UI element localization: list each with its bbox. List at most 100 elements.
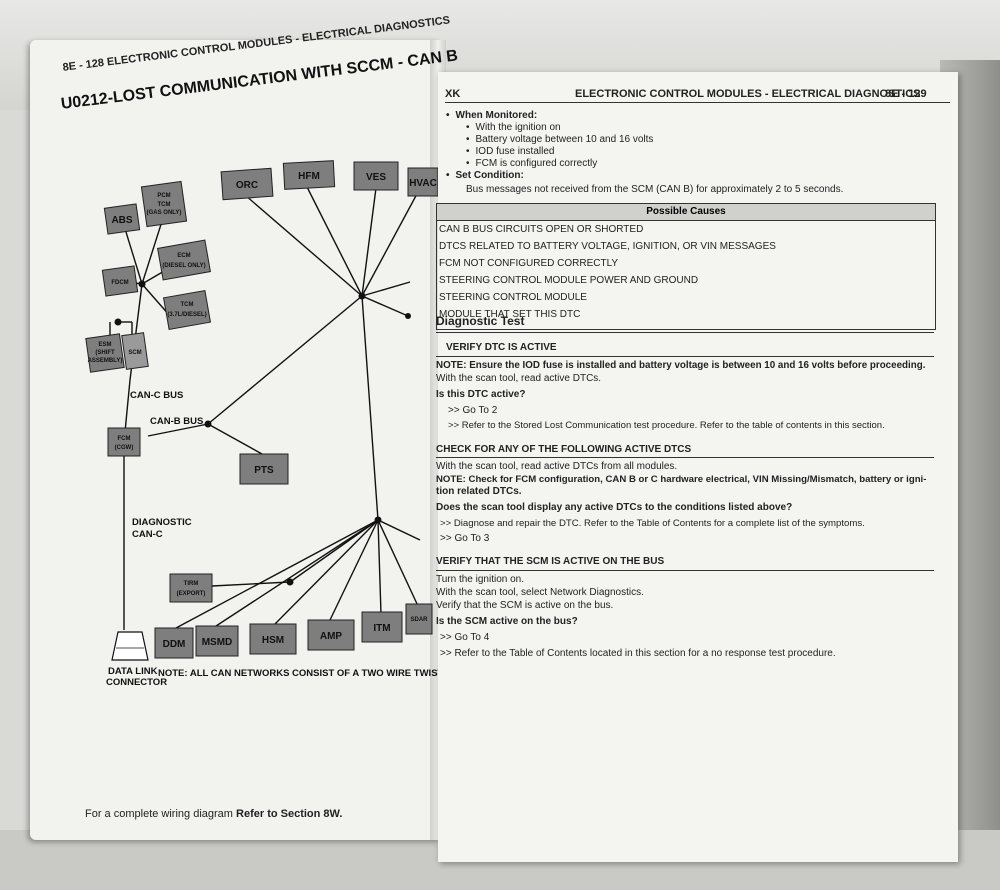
step2-option-no: >> Go To 3 (440, 533, 490, 544)
network-wires (109, 184, 421, 630)
right-header-page: 8E - 129 (885, 88, 927, 100)
can-b-bus-label: CAN-B BUS (150, 416, 203, 427)
svg-text:SDAR: SDAR (410, 617, 428, 623)
module-hsm: HSM (249, 623, 297, 655)
module-scm: SCM (121, 332, 149, 370)
step2-instruction: With the scan tool, read active DTCs fro… (436, 461, 678, 472)
svg-text:FDCM: FDCM (111, 280, 128, 286)
svg-text:ESM: ESM (98, 342, 111, 348)
svg-text:TCM: TCM (158, 202, 171, 208)
left-page-footer: For a complete wiring diagram Refer to S… (85, 808, 342, 820)
svg-text:ITM: ITM (373, 623, 390, 634)
svg-text:VES: VES (366, 172, 386, 183)
module-tirm: TIRM (EXPORT) (169, 573, 213, 603)
footer-text: For a complete wiring diagram (85, 808, 233, 820)
possible-causes-title: Possible Causes (437, 204, 935, 221)
svg-text:(EXPORT): (EXPORT) (177, 591, 206, 597)
module-ecm: ECM (DIESEL ONLY) (157, 239, 211, 281)
step1-option-yes: >> Go To 2 (448, 405, 498, 416)
step1-instruction: With the scan tool, read active DTCs. (436, 373, 602, 384)
module-itm: ITM (361, 611, 403, 643)
step1-option-no: >> Refer to the Stored Lost Communicatio… (448, 420, 885, 431)
rule (436, 332, 934, 333)
cause-item: CAN B BUS CIRCUITS OPEN OR SHORTED (439, 224, 644, 235)
svg-text:ABS: ABS (111, 215, 132, 226)
step2-question: Does the scan tool display any active DT… (436, 502, 793, 513)
monitored-item: IOD fuse installed (466, 146, 555, 157)
svg-text:DDM: DDM (163, 639, 186, 650)
svg-text:MSMD: MSMD (202, 637, 233, 648)
step1-title: VERIFY DTC IS ACTIVE (446, 342, 557, 353)
module-sdar: SDAR (405, 603, 433, 635)
step1-note: NOTE: Ensure the IOD fuse is installed a… (436, 360, 926, 371)
step2-title: CHECK FOR ANY OF THE FOLLOWING ACTIVE DT… (436, 444, 692, 455)
svg-text:FCM: FCM (118, 436, 131, 442)
svg-text:ASSEMBLY): ASSEMBLY) (88, 358, 123, 364)
possible-causes-table: Possible Causes CAN B BUS CIRCUITS OPEN … (436, 203, 936, 330)
svg-text:AMP: AMP (320, 631, 343, 642)
module-hfm: HFM (282, 160, 336, 190)
svg-text:HSM: HSM (262, 635, 284, 646)
step2-note-cont: tion related DTCs. (436, 486, 522, 497)
cause-item: STEERING CONTROL MODULE POWER AND GROUND (439, 275, 699, 286)
cause-item: MODULE THAT SET THIS DTC (439, 309, 581, 320)
right-header-section: XK (445, 88, 461, 100)
module-msmd: MSMD (195, 625, 239, 657)
svg-text:TIRM: TIRM (184, 581, 199, 587)
data-link-label: DATA LINK (108, 666, 158, 677)
svg-text:SCM: SCM (128, 350, 141, 356)
step2-option-yes: >> Diagnose and repair the DTC. Refer to… (440, 518, 865, 529)
diagnostic-can-c-label: CAN-C (132, 529, 163, 540)
monitored-item: FCM is configured correctly (466, 158, 598, 169)
cause-item: FCM NOT CONFIGURED CORRECTLY (439, 258, 619, 269)
set-condition-label: Set Condition: (446, 170, 524, 181)
step3-instruction: With the scan tool, select Network Diagn… (436, 587, 644, 598)
svg-text:TCM: TCM (181, 302, 194, 308)
step3-instruction: Turn the ignition on. (436, 574, 525, 585)
footer-reference: Refer to Section 8W. (236, 808, 343, 820)
svg-text:PTS: PTS (254, 465, 274, 476)
can-c-bus-label: CAN-C BUS (130, 390, 183, 401)
module-fcm: FCM (CGW) (107, 427, 141, 457)
set-condition-text: Bus messages not received from the SCM (… (466, 184, 844, 195)
step3-option-no: >> Refer to the Table of Contents locate… (440, 648, 836, 659)
connector-label: CONNECTOR (106, 677, 167, 688)
svg-text:(3.7L/DIESEL): (3.7L/DIESEL) (167, 312, 206, 318)
module-tcm-diesel: TCM (3.7L/DIESEL) (162, 290, 212, 330)
module-hvac: HVAC (407, 167, 439, 197)
module-orc: ORC (220, 167, 274, 201)
svg-text:ORC: ORC (236, 180, 258, 191)
step3-option-yes: >> Go To 4 (440, 632, 490, 643)
module-abs: ABS (103, 203, 141, 235)
cause-item: DTCS RELATED TO BATTERY VOLTAGE, IGNITIO… (439, 241, 776, 252)
module-amp: AMP (307, 619, 355, 651)
module-pts: PTS (239, 453, 289, 485)
step1-question: Is this DTC active? (436, 389, 526, 400)
when-monitored-label: When Monitored: (446, 110, 538, 121)
module-fdcm: FDCM (101, 265, 139, 297)
header-rule (445, 102, 950, 103)
monitored-item: Battery voltage between 10 and 16 volts (466, 134, 654, 145)
svg-text:HFM: HFM (298, 171, 320, 182)
step3-instruction: Verify that the SCM is active on the bus… (436, 600, 614, 611)
svg-text:(GAS ONLY): (GAS ONLY) (147, 210, 182, 216)
rule (436, 570, 934, 571)
module-pcm-tcm: PCM TCM (GAS ONLY) (140, 180, 188, 228)
svg-text:(CGW): (CGW) (115, 445, 134, 451)
step3-question: Is the SCM active on the bus? (436, 616, 578, 627)
rule (436, 356, 934, 357)
svg-text:ECM: ECM (177, 253, 190, 259)
svg-text:(SHIFT: (SHIFT (95, 350, 115, 356)
module-ves: VES (353, 161, 399, 191)
step3-title: VERIFY THAT THE SCM IS ACTIVE ON THE BUS (436, 556, 665, 567)
monitored-item: With the ignition on (466, 122, 561, 133)
step2-note: NOTE: Check for FCM configuration, CAN B… (436, 474, 927, 485)
right-header-title: ELECTRONIC CONTROL MODULES - ELECTRICAL … (575, 88, 921, 100)
svg-text:HVAC: HVAC (409, 178, 437, 189)
module-ddm: DDM (154, 627, 194, 659)
diagnostic-test-heading: Diagnostic Test (436, 314, 525, 328)
data-link-connector (111, 631, 149, 661)
can-network-note: NOTE: ALL CAN NETWORKS CONSIST OF A TWO … (158, 668, 457, 679)
svg-text:(DIESEL ONLY): (DIESEL ONLY) (162, 263, 205, 269)
